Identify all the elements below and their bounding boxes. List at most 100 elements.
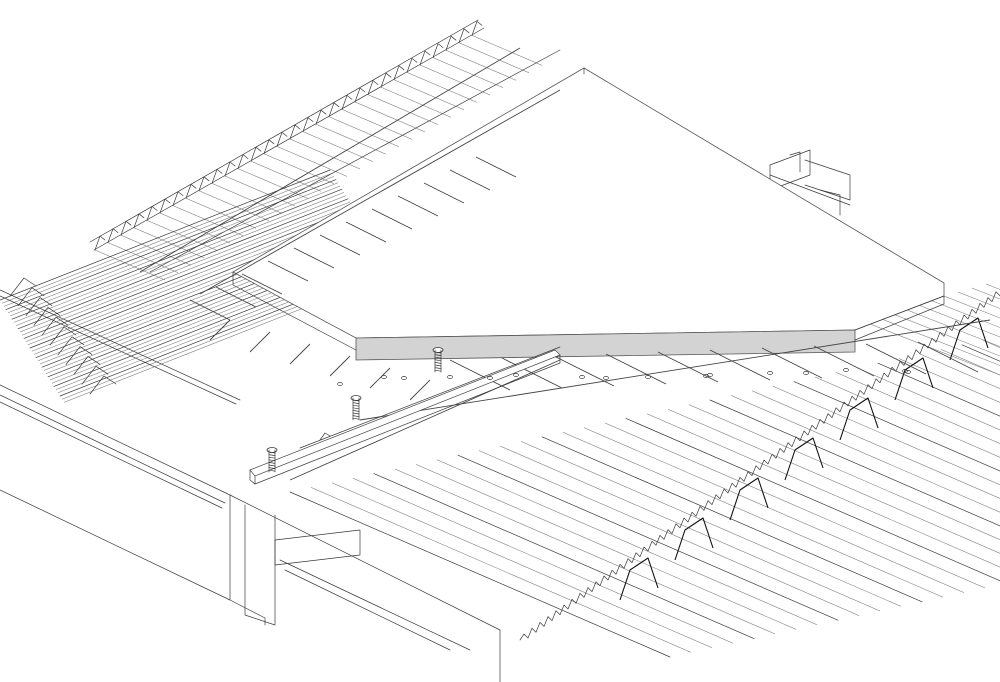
deck-rib (5, 179, 337, 310)
deck-rib (499, 445, 881, 612)
deck-rib (709, 399, 1000, 527)
deck-rib (541, 436, 923, 603)
deck-profile-rib (458, 28, 470, 44)
deck-rib (667, 408, 1000, 554)
deck-profile-rib (393, 65, 405, 81)
rebar-cross-bar (813, 345, 875, 377)
deck-rib (856, 367, 1000, 431)
deck-rib (793, 381, 1000, 472)
rebar-cross-bar (371, 208, 413, 230)
deck-rib (263, 153, 335, 185)
deck-rib (688, 404, 1000, 540)
upper-steel-deck (89, 19, 1000, 376)
shear-studs (266, 347, 444, 473)
deck-hole (645, 375, 651, 379)
deck-rib (436, 459, 818, 626)
deck-rib (380, 86, 452, 118)
rebar-cross-bar (475, 156, 517, 178)
deck-rib (901, 307, 1000, 347)
shear-stud (350, 395, 362, 421)
deck-rib (172, 205, 244, 236)
deck-rib (250, 160, 322, 192)
deck-rib (457, 454, 839, 621)
rebar-cross-bar (761, 347, 823, 379)
deck-rib (814, 376, 1000, 458)
rebar-cross-bar (397, 195, 439, 217)
deck-rib (11, 188, 343, 320)
rebar-cross-bar (605, 353, 667, 385)
rebar-cross-bar (917, 341, 979, 373)
deck-profile-rib (33, 307, 61, 326)
rebar-mesh (139, 47, 991, 481)
rebar-cross-bar (657, 351, 719, 383)
deck-profile-rib (302, 117, 314, 132)
deck-rib (21, 204, 353, 336)
deck-rib (133, 227, 205, 259)
deck-rib (419, 64, 491, 96)
deck-rib (328, 116, 400, 148)
deck-rib (520, 441, 902, 607)
deck-rib (146, 220, 218, 251)
deck-rib (940, 349, 1000, 376)
deck-rib (898, 358, 1000, 403)
deck-profile-rib (65, 346, 93, 365)
main-steel-deck (289, 291, 1000, 658)
deck-rib (835, 372, 1000, 444)
rebar-cross-bar (267, 260, 309, 282)
rebar-bar (139, 47, 521, 273)
deck-rib (23, 208, 355, 339)
shear-stud (432, 347, 444, 373)
deck-hole (905, 370, 911, 374)
deck-rib (971, 287, 1000, 300)
deck-profile-rib (367, 80, 379, 95)
deck-profile-rib (315, 109, 327, 125)
rebar-cross-bar (423, 182, 465, 204)
rebar-cross-bar (215, 286, 257, 308)
deck-edge (0, 289, 241, 405)
deck-rib (367, 94, 439, 125)
deck-hole (803, 371, 809, 375)
deck-rib (957, 291, 1000, 309)
rebar-cross-bar (289, 343, 311, 365)
deck-rib (751, 390, 1000, 499)
deck-profile-rib (328, 102, 340, 118)
deck-profile-rib (419, 50, 431, 66)
deck-profile-rib (49, 326, 77, 346)
rebar-cross-bar (329, 355, 351, 377)
deck-rib (7, 182, 339, 314)
deck-rib (352, 477, 734, 644)
deck-rib (943, 295, 1000, 319)
deck-rib (198, 190, 270, 222)
deck-rib (887, 311, 1000, 357)
deck-rib (985, 283, 1000, 290)
deck-rib (406, 72, 478, 103)
deck-rib (919, 353, 1000, 390)
deck-rib (276, 146, 348, 177)
deck-rib (772, 385, 1000, 486)
deck-rib (873, 315, 1000, 366)
deck-profile-rib (445, 35, 457, 51)
deck-rib (394, 468, 776, 635)
rebar-cross-bar (553, 355, 615, 387)
deck-rib (211, 183, 283, 214)
deck-rib (458, 42, 530, 74)
rebar-cross-bar (709, 349, 771, 381)
deck-profile-rib (471, 21, 483, 36)
edge-channel (249, 346, 561, 485)
deck-rib (562, 431, 944, 598)
deck-hole (401, 376, 407, 380)
deck-profile-rib (354, 87, 366, 103)
deck-rib (15, 195, 347, 326)
deck-profile-rib (73, 356, 101, 375)
deck-profile (619, 317, 989, 601)
rebar-cross-bar (369, 367, 391, 389)
deck-hole (381, 375, 387, 379)
deck-rib (13, 192, 345, 323)
deck-rib (0, 169, 331, 301)
deck-profile-rib (9, 277, 37, 297)
deck-hole (902, 369, 908, 373)
deck-rib (302, 131, 374, 162)
deck-rib (471, 35, 543, 66)
deck-rib (982, 339, 1000, 348)
